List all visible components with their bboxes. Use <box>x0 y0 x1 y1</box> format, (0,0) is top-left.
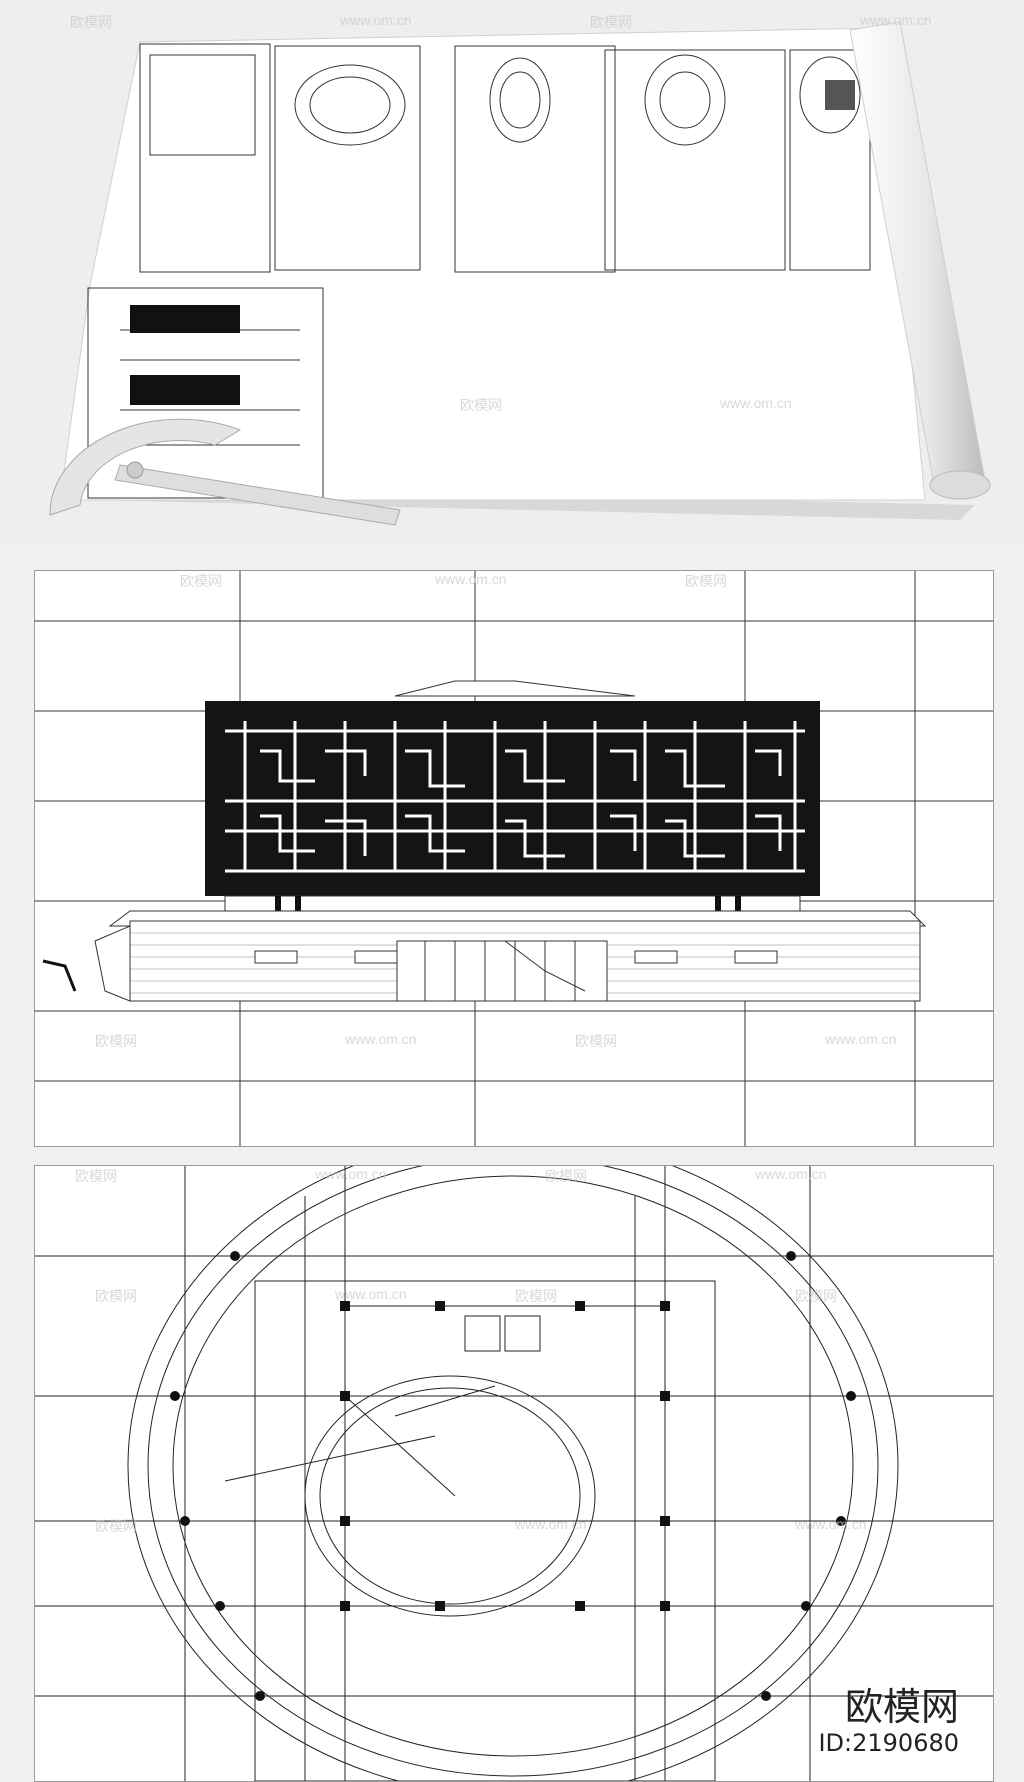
watermark-text: www.om.cn <box>335 1286 407 1302</box>
watermark-text: 欧模网 <box>545 1168 587 1184</box>
watermark-text: 欧模网 <box>685 573 727 589</box>
blueprint-roll-drawing <box>49 21 991 526</box>
watermark-text: 欧模网 <box>95 1518 137 1534</box>
watermark-text: www.om.cn <box>435 571 507 587</box>
brand-mark: 欧模网 ID:2190680 <box>818 1685 959 1757</box>
elevation-drawing <box>35 571 993 1146</box>
watermark-text: 欧模网 <box>460 397 502 413</box>
watermark-text: 欧模网 <box>95 1033 137 1049</box>
watermark-text: www.om.cn <box>720 395 792 411</box>
blueprint-roll-panel: 欧模网 www.om.cn 欧模网 www.om.cn 欧模网 www.om.c… <box>0 0 1024 540</box>
watermark-text: www.om.cn <box>315 1166 387 1182</box>
watermark-text: 欧模网 <box>75 1168 117 1184</box>
watermark-text: 欧模网 <box>95 1288 137 1304</box>
watermark-text: www.om.cn <box>340 12 412 28</box>
watermark-text: www.om.cn <box>860 12 932 28</box>
watermark-text: 欧模网 <box>575 1033 617 1049</box>
brand-name: 欧模网 <box>844 1685 959 1729</box>
watermark-text: www.om.cn <box>825 1031 897 1047</box>
watermark-text: www.om.cn <box>345 1031 417 1047</box>
watermark-text: www.om.cn <box>755 1166 827 1182</box>
watermark-text: www.om.cn <box>795 1516 867 1532</box>
floor-plan-drawing <box>35 1166 993 1781</box>
watermark-text: 欧模网 <box>590 14 632 30</box>
watermark-text: 欧模网 <box>180 573 222 589</box>
watermark-text: 欧模网 <box>795 1288 837 1304</box>
model-id: ID:2190680 <box>818 1729 959 1757</box>
watermark-text: 欧模网 <box>515 1288 557 1304</box>
watermark-text: www.om.cn <box>515 1516 587 1532</box>
watermark-text: 欧模网 <box>70 14 112 30</box>
floor-plan-panel: 欧模网 www.om.cn 欧模网 www.om.cn 欧模网 www.om.c… <box>34 1165 994 1782</box>
elevation-drawing-panel: 欧模网 www.om.cn 欧模网 欧模网 www.om.cn 欧模网 www.… <box>34 570 994 1147</box>
